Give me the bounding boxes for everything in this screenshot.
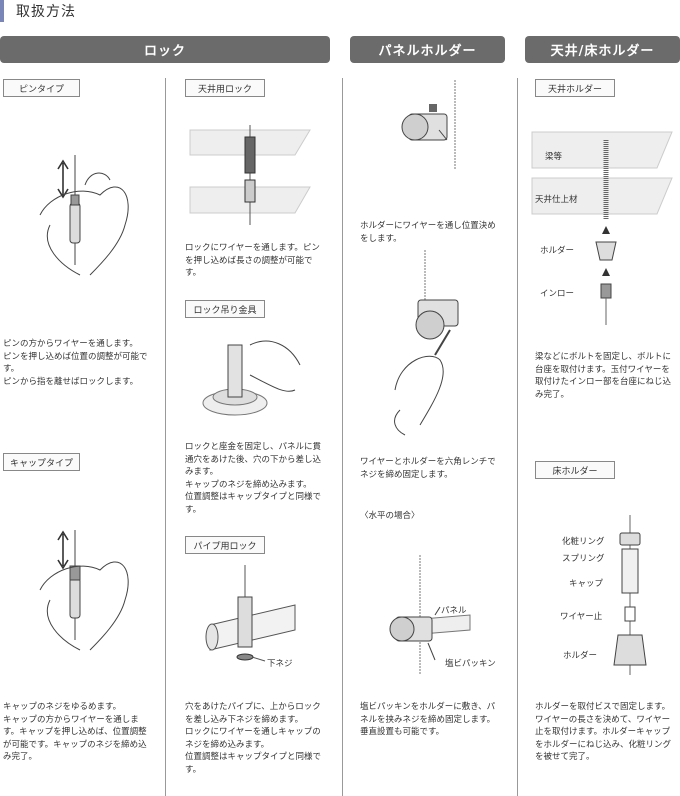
header-lock: ロック	[0, 36, 330, 63]
tag-pipe-lock: パイプ用ロック	[185, 536, 265, 554]
pin-type-illustration	[39, 155, 129, 276]
cap-type-illustration	[39, 530, 129, 651]
tag-floor-holder: 床ホルダー	[535, 461, 615, 479]
label-wire-stop: ワイヤー止	[560, 612, 603, 622]
panel-holder-text-3: 塩ビパッキンをホルダーに敷き、パネルを挟みネジを締め固定します。垂直設置も可能で…	[360, 702, 496, 737]
pipe-lock-illustration	[205, 565, 296, 662]
label-beam: 梁等	[545, 152, 563, 162]
label-floor-holder: ホルダー	[563, 651, 598, 661]
panel-holder-horizontal-illustration	[389, 555, 471, 675]
label-holder: ホルダー	[540, 246, 575, 256]
divider-2	[342, 78, 343, 796]
floor-holder-illustration	[613, 515, 647, 675]
floor-holder-text: ホルダーを取付ビスで固定します。ワイヤーの長さを決めて、ワイヤー止を取付けます。…	[535, 702, 672, 762]
tag-pin-type: ピンタイプ	[3, 79, 80, 97]
lock-hanger-illustration	[202, 340, 301, 416]
label-spring: スプリング	[562, 554, 605, 564]
header-ceiling-floor-holder: 天井/床ホルダー	[525, 36, 680, 63]
divider-3	[517, 78, 518, 796]
ceiling-lock-illustration	[189, 125, 311, 225]
pipe-lock-text: 穴をあけたパイプに、上からロックを差し込み下ネジを締めます。 ロックにワイヤーを…	[185, 702, 322, 775]
ceiling-holder-text: 梁などにボルトを固定し、ボルトに台座を取付けます。玉付ワイヤーを取付けたインロー…	[535, 352, 672, 400]
panel-holder-illustration-2	[394, 250, 459, 436]
ceiling-lock-text: ロックにワイヤーを通します。ピンを押し込めば長さの調整が可能です。	[185, 243, 320, 278]
label-horizontal-case: 〈水平の場合〉	[360, 511, 420, 521]
panel-holder-text-2: ワイヤーとホルダーを六角レンチでネジを締め固定します。	[360, 457, 496, 480]
tag-lock-hanger: ロック吊り金具	[185, 300, 265, 318]
label-inlo: インロー	[540, 289, 575, 299]
header-panel-holder: パネルホルダー	[350, 36, 505, 63]
ceiling-holder-illustration	[531, 131, 673, 325]
label-lower-screw: 下ネジ	[267, 659, 293, 669]
tag-ceiling-holder: 天井ホルダー	[535, 79, 615, 97]
label-ceiling-finish: 天井仕上材	[535, 195, 578, 205]
panel-holder-illustration-1	[401, 80, 456, 170]
divider-1	[165, 78, 166, 796]
page-title: 取扱方法	[16, 4, 76, 20]
label-decor-ring: 化粧リング	[562, 537, 605, 547]
pin-type-text: ピンの方からワイヤーを通します。 ピンを押し込めば位置の調整が可能です。 ピンか…	[3, 339, 148, 387]
lock-hanger-text: ロックと座金を固定し、パネルに貫通穴をあけた後、穴の下から差し込みます。 キャッ…	[185, 442, 322, 515]
label-pvc-packing: 塩ビパッキン	[445, 659, 496, 669]
panel-holder-text-1: ホルダーにワイヤーを通し位置決めをします。	[360, 221, 496, 244]
title-accent-bar	[0, 0, 4, 22]
label-panel: パネル	[441, 606, 467, 616]
tag-ceiling-lock: 天井用ロック	[185, 79, 265, 97]
tag-cap-type: キャップタイプ	[3, 453, 80, 471]
cap-type-text: キャップのネジをゆるめます。 キャップの方からワイヤーを通します。キャップを押し…	[3, 702, 147, 762]
label-cap: キャップ	[569, 579, 604, 589]
